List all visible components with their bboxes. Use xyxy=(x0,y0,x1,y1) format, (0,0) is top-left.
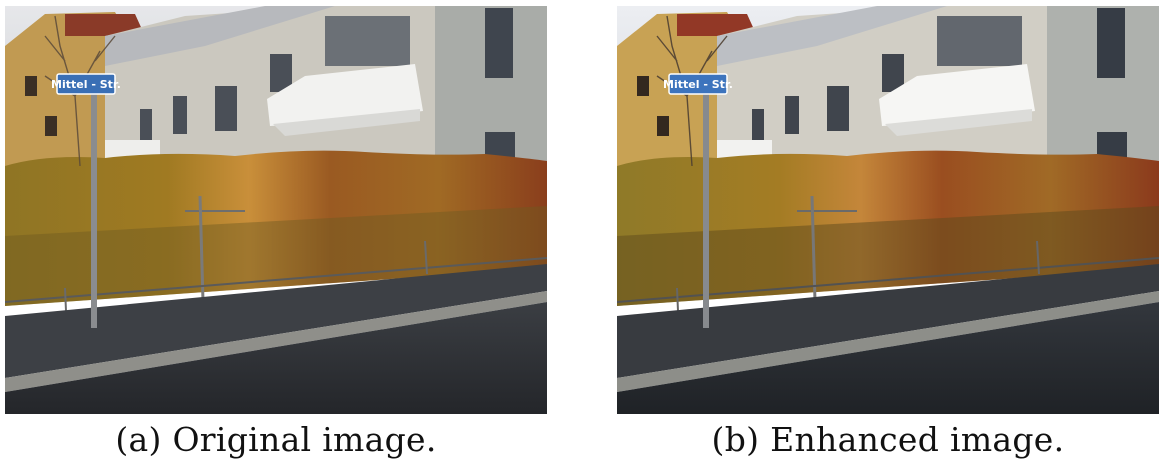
street-sign-text: Mittel - Str. xyxy=(51,78,121,91)
street-scene-original: Mittel - Str. xyxy=(5,6,547,414)
enhanced-image: Mittel - Str. xyxy=(617,6,1159,414)
original-image: Mittel - Str. xyxy=(5,6,547,414)
caption-original: (a) Original image. xyxy=(115,420,437,459)
street-sign-text: Mittel - Str. xyxy=(663,78,733,91)
street-scene-enhanced: Mittel - Str. xyxy=(617,6,1159,414)
caption-enhanced: (b) Enhanced image. xyxy=(711,420,1065,459)
